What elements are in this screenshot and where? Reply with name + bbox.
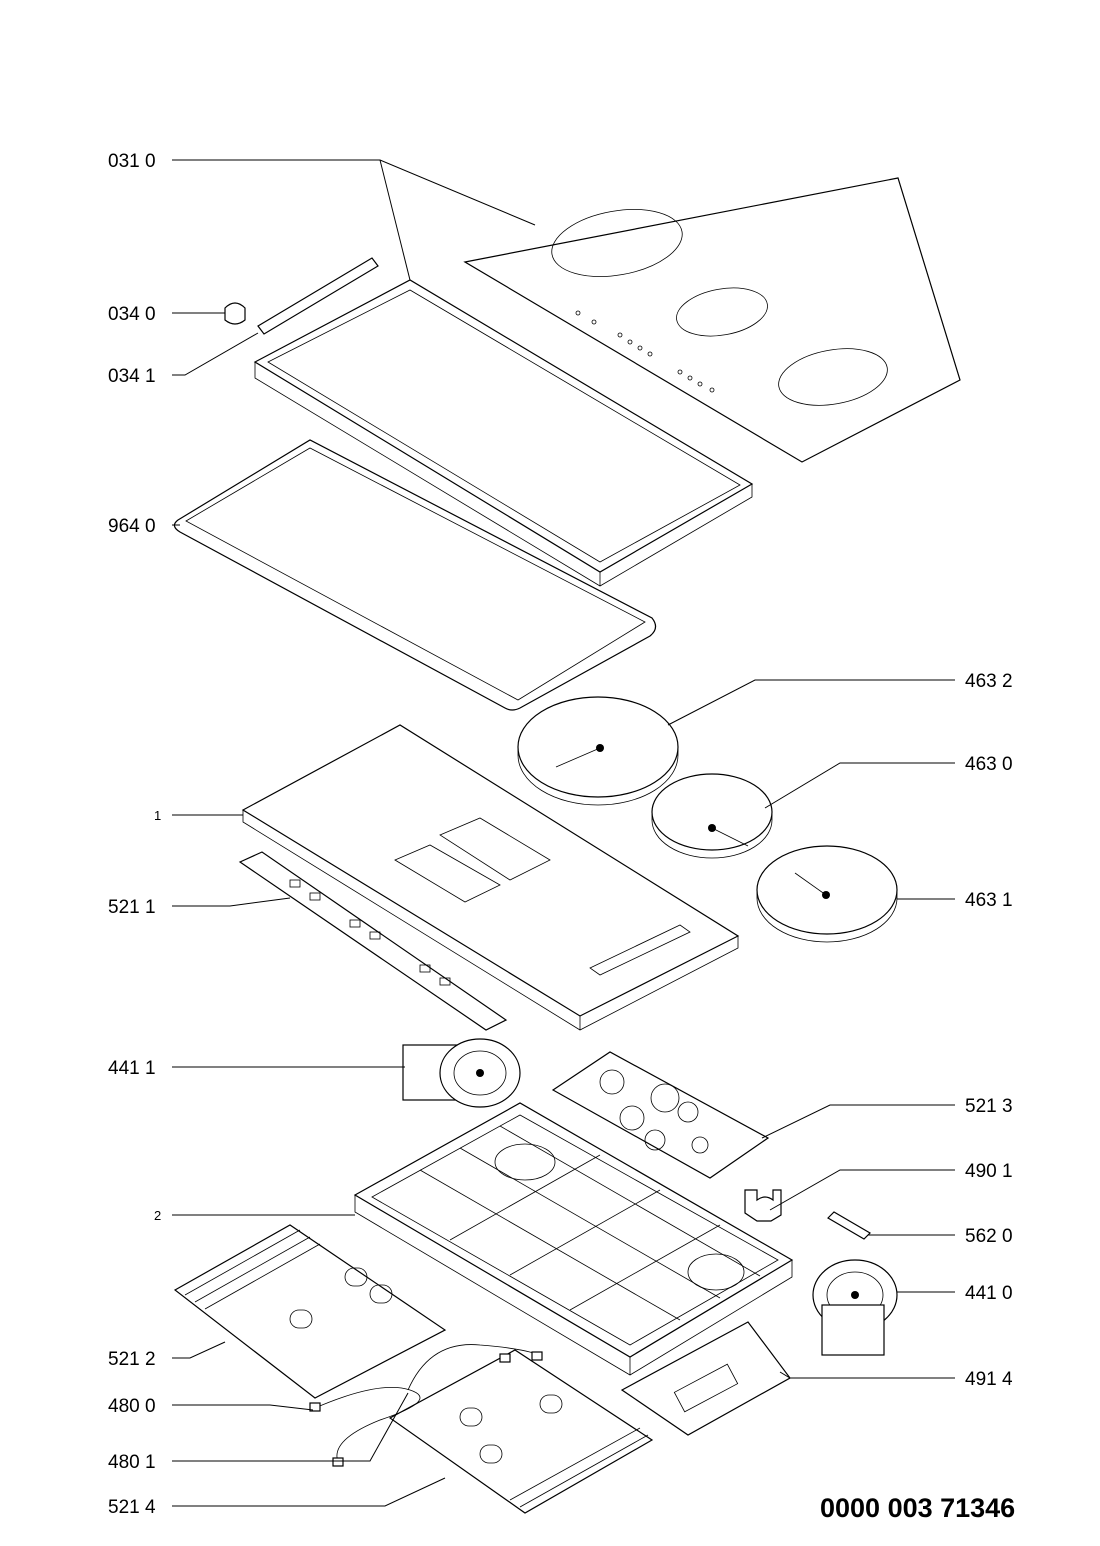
label-4630: 463 0: [965, 754, 1013, 775]
main-plate: [241, 724, 740, 1031]
document-number: 0000 003 71346: [820, 1493, 1015, 1523]
power-board-5212: [173, 1224, 447, 1399]
label-4410: 441 0: [965, 1283, 1013, 1304]
cable-4800: [309, 1386, 421, 1467]
coil-4631: [756, 845, 898, 943]
label-0310: 031 0: [108, 151, 156, 172]
label-0340: 034 0: [108, 304, 156, 325]
coil-4632: [517, 696, 679, 806]
label-0341: 034 1: [108, 366, 156, 387]
label-1: 1: [154, 808, 161, 823]
part-labels: 031 0 034 0 034 1 964 0 463 2 463 0 1 52…: [108, 151, 1013, 1518]
power-board-5213: [551, 1051, 770, 1179]
label-4631: 463 1: [965, 890, 1013, 911]
fan-4410: [812, 1259, 898, 1356]
label-5211: 521 1: [108, 897, 156, 918]
control-board: [238, 851, 508, 1031]
label-4632: 463 2: [965, 671, 1013, 692]
label-5213: 521 3: [965, 1096, 1013, 1117]
leader-lines: [172, 159, 955, 1507]
coil-4630: [651, 773, 773, 859]
frame: [253, 279, 754, 587]
power-board-5214: [388, 1349, 654, 1514]
label-9640: 964 0: [108, 516, 156, 537]
label-4914: 491 4: [965, 1369, 1013, 1390]
label-5212: 521 2: [108, 1349, 156, 1370]
label-5620: 562 0: [965, 1226, 1013, 1247]
gasket: [173, 439, 657, 711]
cable-4801: [407, 1344, 543, 1391]
bracket-0341: [257, 257, 379, 335]
label-2: 2: [154, 1208, 161, 1223]
label-4801: 480 1: [108, 1452, 156, 1473]
label-4411: 441 1: [108, 1058, 156, 1079]
support-4901: [744, 1189, 782, 1222]
clip-0340: [224, 302, 246, 325]
label-4901: 490 1: [965, 1161, 1013, 1182]
fuse-5620: [827, 1211, 871, 1240]
label-4800: 480 0: [108, 1396, 156, 1417]
fan-4411: [402, 1038, 521, 1108]
label-5214: 521 4: [108, 1497, 156, 1518]
glass-top: [463, 177, 961, 463]
base-housing: [353, 1102, 794, 1376]
